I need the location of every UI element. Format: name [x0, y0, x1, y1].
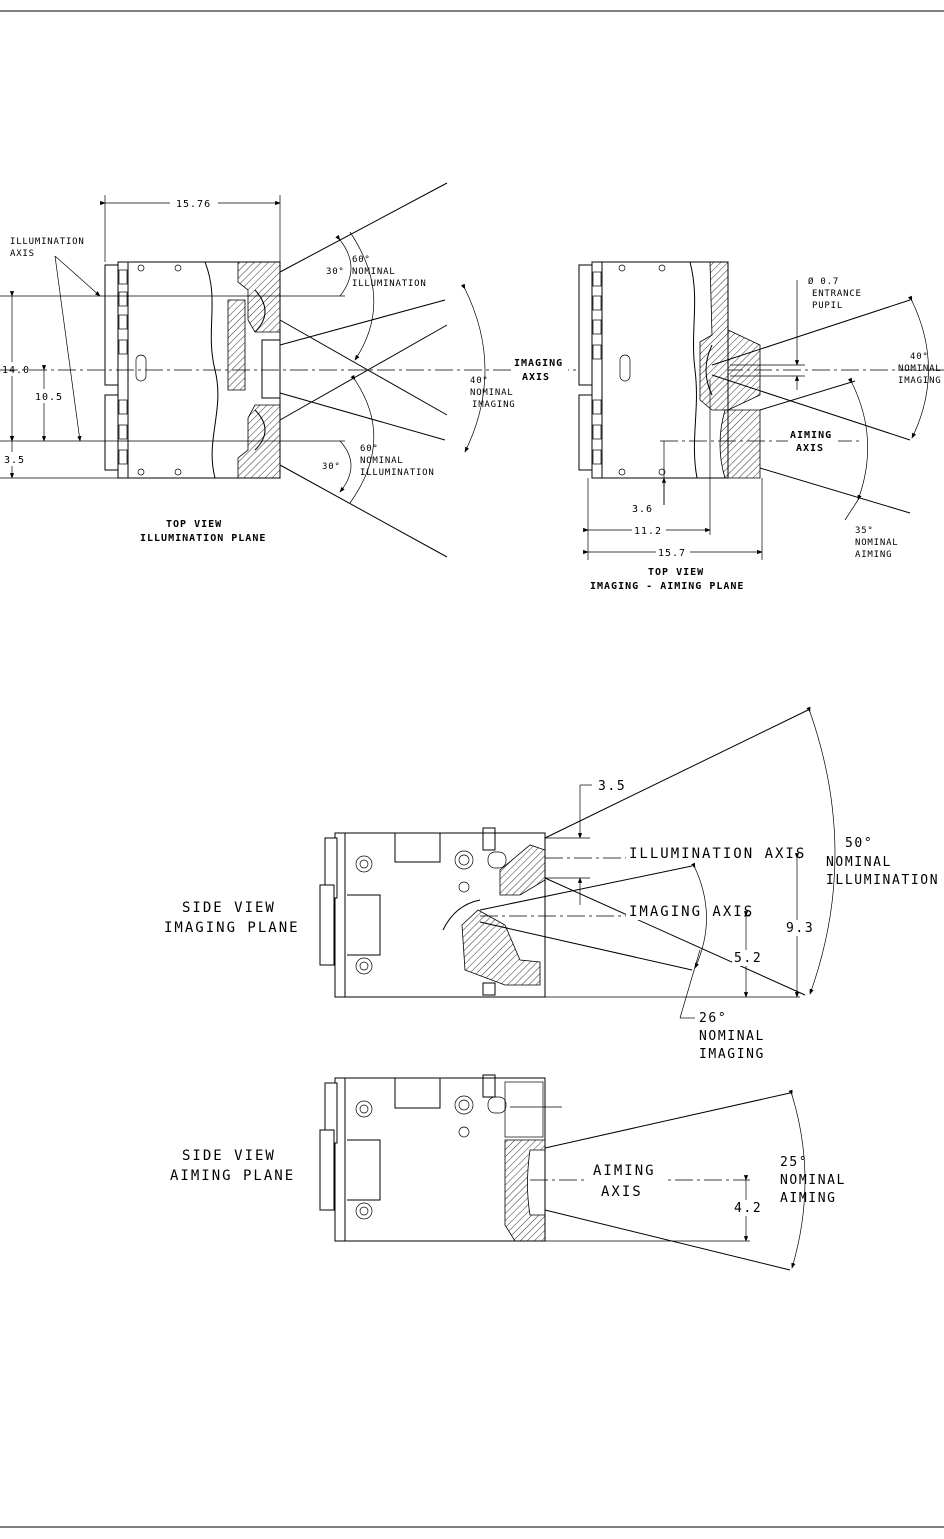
svg-text:IMAGING PLANE: IMAGING PLANE	[164, 920, 300, 936]
svg-text:AIMING PLANE: AIMING PLANE	[170, 1168, 295, 1184]
illumination-lens-upper	[237, 261, 281, 333]
svg-text:40°: 40°	[470, 376, 489, 386]
side-aiming-axis-label: AIMING	[593, 1163, 656, 1179]
angle-30-upper: 30°	[326, 267, 345, 277]
dim-15-7: 15.7	[658, 548, 686, 559]
svg-text:ILLUMINATION: ILLUMINATION	[826, 873, 939, 888]
caption-top-view-illumination: TOP VIEW	[166, 519, 222, 530]
svg-text:NOMINAL: NOMINAL	[898, 364, 942, 374]
side-view-aiming-plane: AIMING AXIS 4.2 25° NOMINAL AIMING SIDE …	[170, 1074, 846, 1271]
side-dim-3-5: 3.5	[598, 779, 626, 794]
svg-text:ENTRANCE: ENTRANCE	[812, 289, 862, 299]
svg-text:ILLUMINATION: ILLUMINATION	[352, 279, 427, 289]
angle-30-lower: 30°	[322, 462, 341, 472]
side-aiming-angle: 25°	[780, 1155, 808, 1170]
entrance-pupil-label: Ø 0.7	[808, 276, 839, 287]
illumination-axis-label: ILLUMINATION	[10, 237, 85, 247]
dim-14-0: 14.0	[2, 365, 30, 376]
svg-text:IMAGING: IMAGING	[898, 376, 942, 386]
side-view-imaging-plane: ILLUMINATION AXIS IMAGING AXIS 3.5 9.3 5…	[164, 706, 939, 1062]
svg-text:NOMINAL: NOMINAL	[780, 1173, 846, 1188]
dim-3-6: 3.6	[632, 504, 653, 515]
svg-text:IMAGING - AIMING PLANE: IMAGING - AIMING PLANE	[590, 581, 744, 592]
svg-text:40°: 40°	[910, 352, 929, 362]
caption-side-view-imaging: SIDE VIEW	[182, 900, 276, 916]
svg-text:NOMINAL: NOMINAL	[826, 855, 892, 870]
dim-15-76: 15.76	[176, 199, 211, 210]
side-aiming-lens	[504, 1139, 546, 1242]
svg-text:AIMING: AIMING	[855, 550, 892, 560]
svg-text:35°: 35°	[855, 526, 874, 536]
side-illum-angle: 50°	[845, 836, 873, 851]
side-dim-4-2: 4.2	[734, 1201, 762, 1216]
caption-top-view-imaging-aiming: TOP VIEW	[648, 567, 704, 578]
svg-text:AXIS: AXIS	[10, 249, 35, 259]
svg-text:NOMINAL: NOMINAL	[470, 388, 514, 398]
side-imaging-lens	[461, 909, 541, 986]
svg-text:ILLUMINATION: ILLUMINATION	[360, 468, 435, 478]
dim-10-5: 10.5	[35, 392, 63, 403]
side-dim-9-3: 9.3	[786, 921, 814, 936]
svg-text:NOMINAL: NOMINAL	[360, 456, 404, 466]
side-imaging-angle: 26°	[699, 1011, 727, 1026]
aiming-axis-label: AIMING	[790, 430, 832, 441]
svg-text:IMAGING: IMAGING	[472, 400, 516, 410]
svg-text:AXIS: AXIS	[601, 1184, 643, 1200]
svg-text:NOMINAL: NOMINAL	[699, 1029, 765, 1044]
top-view-imaging-aiming-plane: Ø 0.7 ENTRANCE PUPIL 40° NOMINAL IMAGING…	[578, 261, 942, 592]
svg-text:PUPIL: PUPIL	[812, 301, 843, 311]
pcb-board	[104, 264, 119, 386]
svg-text:ILLUMINATION PLANE: ILLUMINATION PLANE	[140, 533, 266, 544]
svg-text:NOMINAL: NOMINAL	[352, 267, 396, 277]
svg-text:AIMING: AIMING	[780, 1191, 837, 1206]
side-dim-5-2: 5.2	[734, 951, 762, 966]
svg-text:60°: 60°	[352, 255, 371, 265]
dim-11-2: 11.2	[634, 526, 662, 537]
side-illumination-axis-label: ILLUMINATION AXIS	[629, 846, 806, 862]
imaging-axis-label: IMAGING	[514, 358, 563, 369]
svg-text:60°: 60°	[360, 444, 379, 454]
illumination-lens-lower	[237, 404, 281, 479]
dim-3-5: 3.5	[4, 455, 25, 466]
svg-text:IMAGING: IMAGING	[699, 1047, 765, 1062]
svg-text:NOMINAL: NOMINAL	[855, 538, 899, 548]
svg-text:AXIS: AXIS	[522, 372, 550, 383]
caption-side-view-aiming: SIDE VIEW	[182, 1148, 276, 1164]
side-imaging-axis-label: IMAGING AXIS	[629, 904, 754, 920]
svg-text:AXIS: AXIS	[796, 443, 824, 454]
aiming-lens	[719, 409, 761, 479]
